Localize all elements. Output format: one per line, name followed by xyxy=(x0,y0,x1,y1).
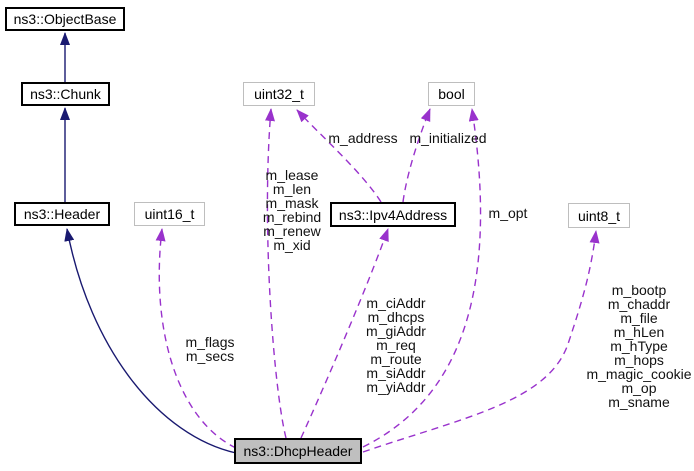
edge-ipv4address-to-bool xyxy=(402,108,431,203)
edge-dhcpheader-to-uint16 xyxy=(155,228,237,449)
edge-label-address: m_address xyxy=(328,130,398,146)
edge-dhcpheader-to-uint32 xyxy=(265,108,287,439)
edge-dhcpheader-to-ipv4address xyxy=(300,228,389,439)
node-objectbase[interactable]: ns3::ObjectBase xyxy=(5,7,125,31)
node-chunk[interactable]: ns3::Chunk xyxy=(21,82,110,106)
edge-dhcpheader-to-header xyxy=(64,228,237,454)
node-uint8-t: uint8_t xyxy=(568,203,630,228)
edge-dhcpheader-to-uint8 xyxy=(362,230,600,453)
node-uint16-t: uint16_t xyxy=(134,202,205,226)
edge-label-initialized: m_initialized xyxy=(409,130,487,146)
edge-label-opt: m_opt xyxy=(488,205,528,221)
node-dhcpheader: ns3::DhcpHeader xyxy=(234,438,362,464)
edge-label-lease-group: m_lease m_len m_mask m_rebind m_renew m_… xyxy=(262,167,322,253)
edge-ipv4address-to-uint32 xyxy=(296,109,382,203)
node-ipv4address[interactable]: ns3::Ipv4Address xyxy=(330,202,456,227)
edge-label-bootp-group: m_bootp m_chaddr m_file m_hLen m_hType m… xyxy=(586,282,692,410)
edge-dhcpheader-to-bool xyxy=(362,108,482,448)
edge-label-addr-group: m_ciAddr m_dhcps m_giAddr m_req m_route … xyxy=(366,295,426,395)
node-bool: bool xyxy=(428,82,475,106)
edge-label-flags-secs: m_flags m_secs xyxy=(185,334,235,364)
node-header[interactable]: ns3::Header xyxy=(14,202,110,226)
node-uint32-t: uint32_t xyxy=(243,82,315,106)
